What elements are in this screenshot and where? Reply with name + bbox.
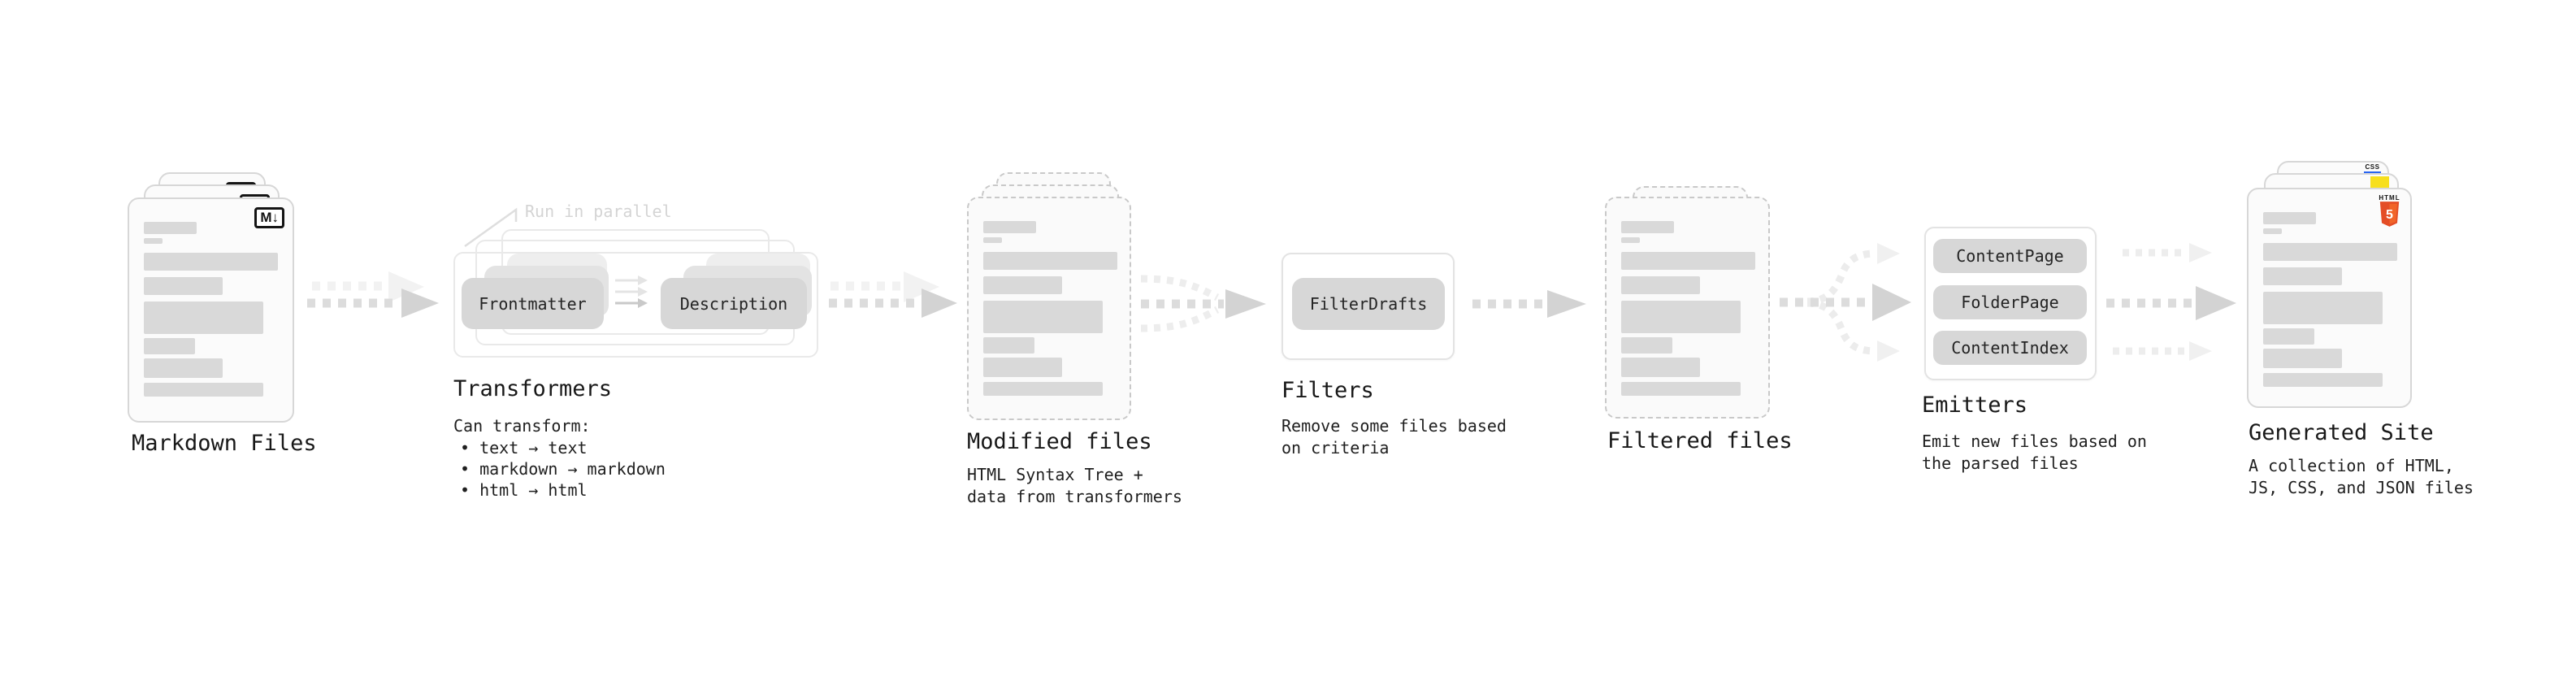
- svg-text:5: 5: [2386, 207, 2393, 222]
- transformers-bullet-3: • html → html: [460, 480, 588, 500]
- contentpage-pill: ContentPage: [1933, 239, 2087, 273]
- arrow-transformers-to-modified: [829, 271, 957, 318]
- modified-files-caption-1: HTML Syntax Tree +: [967, 465, 1143, 484]
- transformers-caption: Can transform:: [453, 416, 591, 436]
- js-icon: [2370, 176, 2389, 189]
- generated-site-label: Generated Site: [2249, 420, 2434, 445]
- markdown-files-label: Markdown Files: [132, 431, 317, 456]
- filters-caption-1: Remove some files based: [1281, 416, 1507, 436]
- emitters-heading: Emitters: [1922, 393, 2028, 418]
- arrow-modified-to-filters: [1140, 275, 1266, 332]
- arrow-markdown-to-transformers: [307, 271, 439, 318]
- file-content-placeholder: [1607, 198, 1768, 396]
- generated-file-card-html: HTML 5: [2247, 188, 2412, 408]
- frontmatter-pill: Frontmatter: [462, 278, 604, 329]
- markdown-file-card-front: M↓: [128, 197, 294, 423]
- transformers-heading: Transformers: [453, 376, 613, 401]
- filtered-files-label: Filtered files: [1607, 428, 1793, 453]
- modified-files-caption-2: data from transformers: [967, 487, 1182, 506]
- run-in-parallel-note: Run in parallel: [525, 202, 672, 221]
- file-content-placeholder: [129, 199, 293, 397]
- arrow-filtered-to-emitters: [1780, 243, 1911, 362]
- arrow-filters-to-filtered: [1472, 290, 1586, 318]
- description-pill: Description: [661, 278, 807, 329]
- transformer-frame-front: [453, 252, 818, 358]
- file-content-placeholder: [2249, 189, 2410, 387]
- filterdrafts-pill: FilterDrafts: [1292, 278, 1445, 330]
- transformers-bullet-2: • markdown → markdown: [460, 459, 666, 479]
- arrow-emitters-to-generated: [2106, 243, 2236, 361]
- html5-shield: 5: [2379, 202, 2400, 227]
- generated-site-caption-2: JS, CSS, and JSON files: [2249, 478, 2474, 497]
- contentindex-pill: ContentIndex: [1933, 331, 2087, 365]
- emitters-caption-2: the parsed files: [1922, 453, 2079, 473]
- modified-files-label: Modified files: [967, 429, 1152, 454]
- file-content-placeholder: [969, 198, 1130, 396]
- filters-heading: Filters: [1281, 378, 1374, 403]
- modified-file-card-front: [967, 197, 1131, 420]
- filters-caption-2: on criteria: [1281, 438, 1390, 458]
- html5-icon: HTML 5: [2379, 194, 2400, 230]
- emitters-caption-1: Emit new files based on: [1922, 432, 2147, 451]
- markdown-icon: M↓: [254, 207, 284, 228]
- generated-site-caption-1: A collection of HTML,: [2249, 456, 2454, 475]
- folderpage-pill: FolderPage: [1933, 285, 2087, 319]
- transformers-bullet-1: • text → text: [460, 438, 588, 458]
- filtered-file-card-front: [1605, 197, 1770, 419]
